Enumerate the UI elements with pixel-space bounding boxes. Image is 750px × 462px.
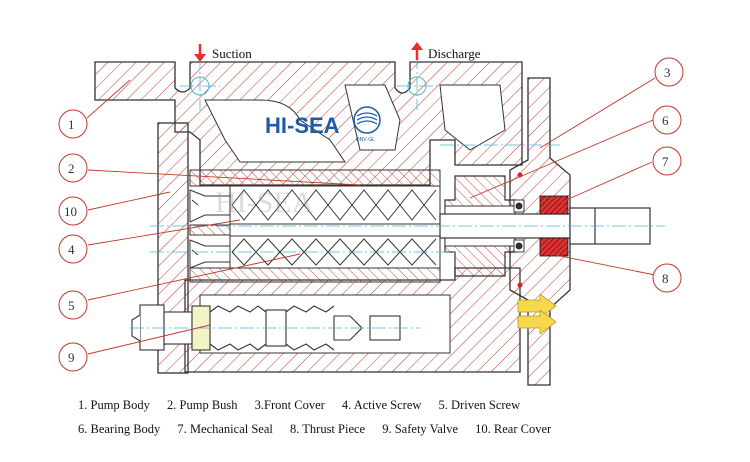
legend-row-1: 1. Pump Body 2. Pump Bush 3.Front Cover …	[78, 398, 534, 413]
active-screw	[229, 185, 441, 225]
legend-row-2: 6. Bearing Body 7. Mechanical Seal 8. Th…	[78, 422, 565, 437]
callout-7: 7	[652, 146, 682, 176]
legend-item-active-screw: 4. Active Screw	[341, 398, 422, 412]
screw-ends-left	[189, 189, 231, 269]
flow-arrows	[517, 293, 557, 335]
callout-6: 6	[652, 105, 682, 135]
suction-label: Suction	[212, 46, 252, 61]
legend-item-bearing-body: 6. Bearing Body	[78, 422, 161, 436]
leader-lines	[86, 77, 656, 355]
discharge-label: Discharge	[428, 46, 481, 61]
callout-2-label: 2	[68, 161, 75, 176]
legend-item-pump-body: 1. Pump Body	[78, 398, 150, 412]
callout-3: 3	[654, 57, 684, 87]
callout-10: 10	[58, 196, 88, 226]
callout-5-label: 5	[68, 298, 75, 313]
callout-7-label: 7	[662, 154, 669, 169]
callout-1: 1	[58, 109, 88, 139]
legend-item-safety-valve: 9. Safety Valve	[382, 422, 459, 436]
legend-item-front-cover: 3.Front Cover	[254, 398, 325, 412]
dnvgl-cert-icon	[353, 106, 381, 134]
mechanical-seal	[513, 195, 569, 257]
callout-3-label: 3	[664, 65, 671, 80]
callout-5: 5	[58, 290, 88, 320]
legend-item-thrust-piece: 8. Thrust Piece	[290, 422, 366, 436]
dnvgl-cert-text: DNV·GL	[356, 137, 375, 143]
callout-9-label: 9	[68, 350, 75, 365]
pump-bush	[189, 169, 441, 283]
watermark-text: HI-SEA	[215, 186, 314, 219]
callout-8-label: 8	[662, 271, 669, 286]
callout-4: 4	[58, 234, 88, 264]
safety-valve	[131, 304, 401, 351]
callout-6-label: 6	[662, 113, 669, 128]
legend-item-mechanical-seal: 7. Mechanical Seal	[177, 422, 273, 436]
legend-item-pump-bush: 2. Pump Bush	[167, 398, 238, 412]
port-circles	[190, 76, 427, 96]
callout-10-label: 10	[64, 204, 77, 219]
callout-1-label: 1	[68, 117, 75, 132]
legend-item-rear-cover: 10. Rear Cover	[475, 422, 552, 436]
callout-2: 2	[58, 153, 88, 183]
centerlines	[130, 55, 665, 329]
callout-4-label: 4	[68, 242, 75, 257]
callout-9: 9	[58, 342, 88, 372]
callout-8: 8	[652, 263, 682, 293]
legend-item-driven-screw: 5. Driven Screw	[438, 398, 521, 412]
hisea-logo-text: HI-SEA	[265, 113, 340, 138]
suction-arrow-icon	[194, 44, 206, 62]
discharge-arrow-icon	[411, 42, 423, 60]
